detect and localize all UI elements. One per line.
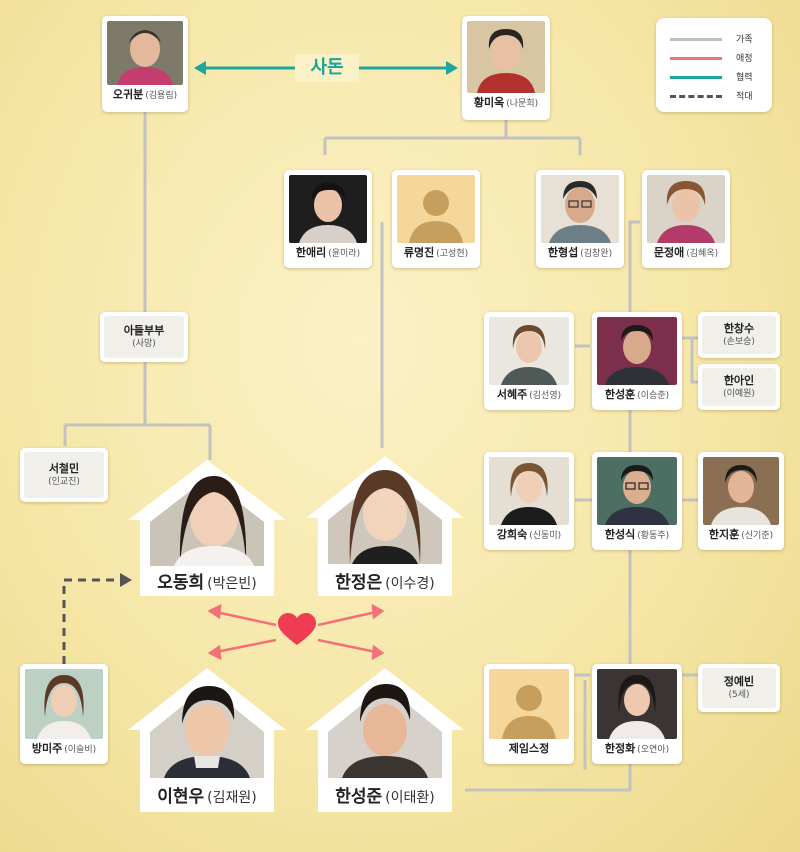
person-name: 한성식: [604, 528, 636, 541]
actor-name: (김혜옥): [686, 249, 719, 259]
person-name: 한지훈: [708, 528, 740, 541]
person-name: 한정화: [604, 742, 636, 755]
portrait-photo: [597, 317, 677, 385]
lead-card-lee-hyeonu: 이현우(김재원): [124, 664, 290, 814]
person-name: 류명진: [403, 246, 435, 259]
lead-actor: (김재원): [207, 790, 257, 806]
box-jeong-yebin: 정예빈(5세): [698, 664, 780, 712]
portrait-photo: [597, 669, 677, 739]
portrait-photo: [289, 175, 367, 243]
portrait-photo: [489, 457, 569, 525]
actor-name: (오연아): [637, 745, 670, 755]
actor-name: (김선영): [529, 391, 562, 401]
person-name: 서혜주: [496, 388, 528, 401]
heart-icon: [278, 613, 316, 645]
person-card-oh-gwibun: 오귀분(김용림): [102, 16, 188, 112]
portrait-photo: [703, 457, 779, 525]
lead-card-han-jeongeun: 한정은(이수경): [302, 452, 468, 598]
legend-love: 애정: [670, 51, 766, 65]
portrait-photo: [467, 21, 545, 93]
person-name: 한형섭: [547, 246, 579, 259]
person-card-hwang-miok: 황미옥(나문희): [462, 16, 550, 120]
actor-name: (신동미): [529, 531, 562, 541]
person-name: 황미옥: [473, 96, 505, 109]
lead-name: 한성준: [335, 787, 383, 807]
person-card-han-jeonghwa: 한정화(오연아): [592, 664, 682, 764]
box-title: 서철민: [48, 461, 80, 475]
silhouette-photo: [489, 669, 569, 739]
box-title: 한창수: [723, 321, 755, 335]
box-sub: (인교진): [48, 476, 80, 487]
legend-hostile: 적대: [670, 89, 766, 103]
box-sub: (사망): [132, 338, 156, 349]
silhouette-photo: [397, 175, 475, 243]
actor-name: (신기준): [741, 531, 774, 541]
box-title: 한아인: [723, 373, 755, 387]
person-card-han-aeri: 한애리(윤미라): [284, 170, 372, 268]
person-name: 제임스정: [508, 742, 550, 755]
person-name: 한애리: [295, 246, 327, 259]
box-title: 아들부부: [123, 323, 165, 337]
lead-card-oh-donghui: 오동희(박은빈): [124, 456, 290, 598]
person-name: 한성훈: [604, 388, 636, 401]
portrait-photo: [25, 669, 103, 739]
legend-family: 가족: [670, 32, 766, 46]
actor-name: (황동주): [637, 531, 670, 541]
legend: 가족 애정 협력 적대: [656, 18, 772, 112]
legend-cooperation: 협력: [670, 70, 766, 84]
actor-name: (고성현): [436, 249, 469, 259]
actor-name: (김용림): [145, 91, 178, 101]
person-card-han-hyeongseop: 한형섭(김창완): [536, 170, 624, 268]
person-card-gang-huisuk: 강희숙(신동미): [484, 452, 574, 550]
lead-name: 한정은: [335, 573, 383, 593]
person-card-ryu-myeongjin: 류명진(고성현): [392, 170, 480, 268]
sadon-label: 사돈: [295, 54, 359, 82]
portrait-photo: [541, 175, 619, 243]
person-name: 오귀분: [112, 88, 144, 101]
person-card-han-jihun: 한지훈(신기준): [698, 452, 784, 550]
person-name: 방미주: [31, 742, 63, 755]
person-card-han-seongsik: 한성식(황동주): [592, 452, 682, 550]
portrait-photo: [489, 317, 569, 385]
person-name: 문정애: [653, 246, 685, 259]
lead-actor: (박은빈): [207, 576, 257, 592]
box-sub: (손보승): [723, 336, 755, 347]
lead-name: 오동희: [157, 573, 205, 593]
portrait-photo: [647, 175, 725, 243]
lead-actor: (이태환): [385, 790, 435, 806]
hostile-arrow: [62, 573, 132, 664]
box-sub: (5세): [728, 689, 750, 700]
lead-actor: (이수경): [385, 576, 435, 592]
person-card-han-seonghun: 한성훈(이승준): [592, 312, 682, 410]
actor-name: (김창완): [580, 249, 613, 259]
love-arrows: [207, 603, 385, 661]
actor-name: (윤미라): [328, 249, 361, 259]
box-sub: (이예원): [723, 388, 755, 399]
actor-name: (이승준): [637, 391, 670, 401]
person-card-mun-jeongae: 문정애(김혜옥): [642, 170, 730, 268]
lead-card-han-seongjun: 한성준(이태환): [302, 664, 468, 814]
box-han-ain: 한아인(이예원): [698, 364, 780, 410]
person-card-james: 제임스정: [484, 664, 574, 764]
box-seo-cheolmin: 서철민(인교진): [20, 448, 108, 502]
person-card-bang-miju: 방미주(이슬비): [20, 664, 108, 764]
box-son-couple: 아들부부(사망): [100, 312, 188, 362]
actor-name: (이슬비): [64, 745, 97, 755]
box-han-changsu: 한창수(손보승): [698, 312, 780, 358]
actor-name: (나문희): [506, 99, 539, 109]
box-title: 정예빈: [723, 674, 755, 688]
person-card-seo-hyeju: 서혜주(김선영): [484, 312, 574, 410]
portrait-photo: [597, 457, 677, 525]
portrait-photo: [107, 21, 183, 85]
lead-name: 이현우: [157, 787, 205, 807]
person-name: 강희숙: [496, 528, 528, 541]
